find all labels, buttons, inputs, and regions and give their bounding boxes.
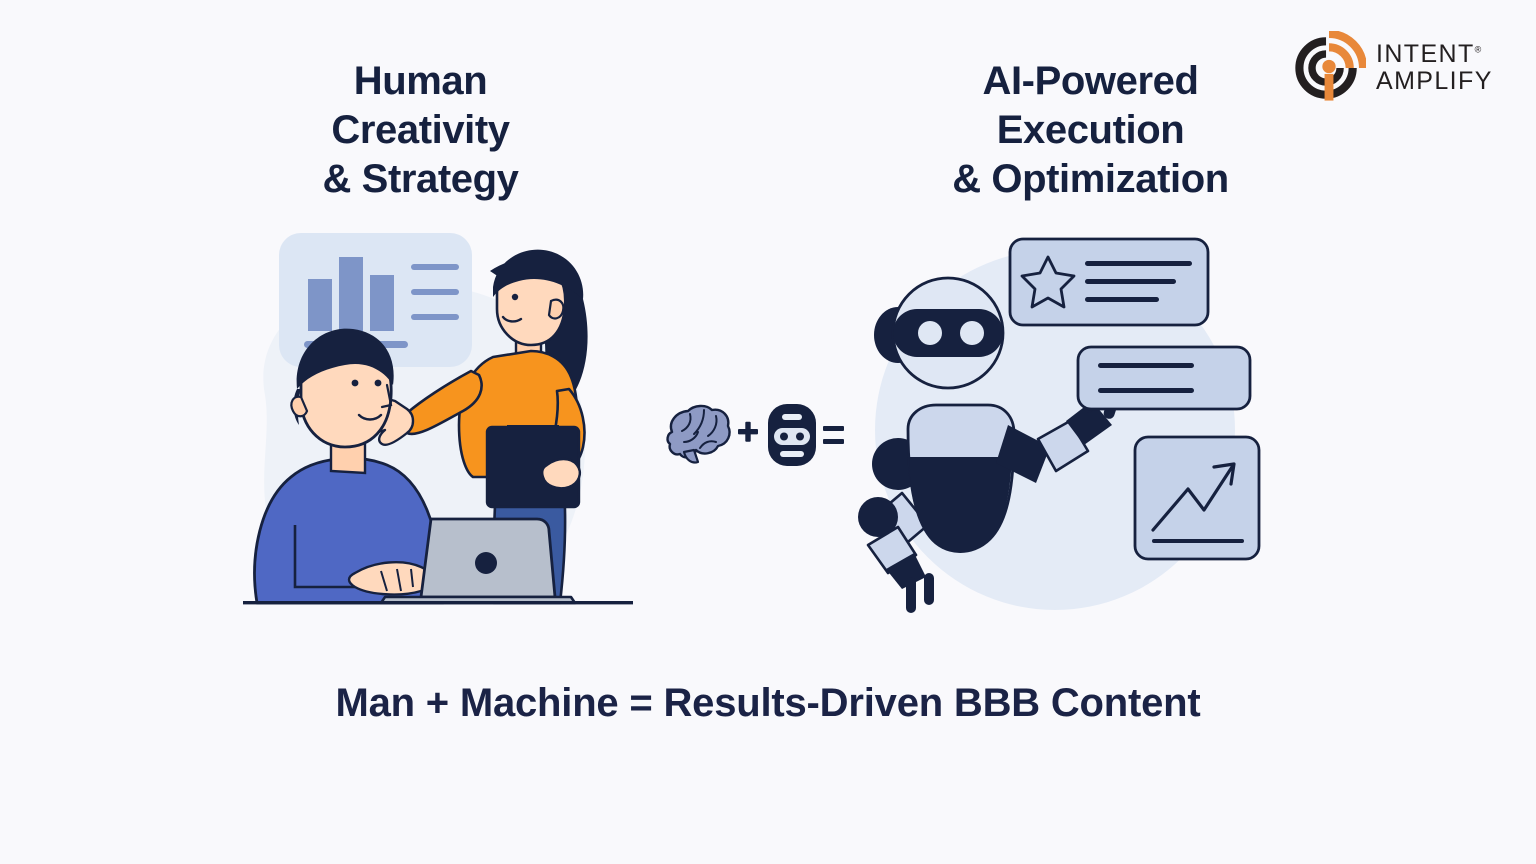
human-team-illustration — [235, 225, 665, 620]
heading-left-line-1: Human — [353, 59, 488, 103]
robot-eye — [960, 321, 984, 345]
seated-man — [253, 328, 445, 605]
card-text-line — [1085, 297, 1159, 302]
robot-antenna-bar — [782, 414, 802, 420]
robot-finger — [906, 577, 916, 613]
holding-hand — [541, 457, 581, 490]
summary-caption: Man + Machine = Results-Driven BBB Conte… — [335, 681, 1201, 725]
chart-bar — [339, 257, 363, 331]
laptop-logo — [475, 552, 497, 574]
logo-text-line-1: INTENT — [1376, 40, 1475, 68]
logo-text-line-2: AMPLIFY — [1376, 67, 1493, 95]
trending-up-arrow-icon — [1151, 465, 1234, 532]
chart-bar — [370, 275, 394, 331]
heading-human-creativity: Human Creativity & Strategy — [228, 57, 613, 203]
robot-visor — [893, 309, 1003, 357]
arrow-head — [1212, 462, 1236, 486]
registered-trademark-symbol: ® — [1474, 44, 1482, 55]
smile — [357, 413, 383, 421]
brain-plus-robot-equation — [660, 398, 845, 473]
robot-eye — [780, 432, 788, 441]
robot-mouth-bar — [780, 451, 804, 457]
signal-wave-i-icon — [1292, 29, 1368, 105]
robot-head — [874, 276, 1005, 390]
card-text-line — [1085, 279, 1176, 284]
card-text-line — [1085, 261, 1192, 266]
card-text-line — [1098, 363, 1194, 368]
equals-sign-icon — [823, 426, 844, 444]
growth-chart-card — [1133, 435, 1261, 561]
heading-ai-powered-execution: AI-Powered Execution & Optimization — [868, 57, 1313, 203]
heading-left-line-2: Creativity — [331, 107, 510, 152]
intent-amplify-logo[interactable]: INTENT® AMPLIFY — [1292, 28, 1508, 108]
robot-head-icon — [768, 404, 816, 466]
plus-sign-icon — [738, 421, 758, 442]
card-text-line — [411, 264, 459, 270]
robot-body-lower — [909, 457, 1012, 552]
robot-eye — [918, 321, 942, 345]
smile — [501, 315, 523, 323]
heading-right-line-1: AI-Powered — [982, 59, 1199, 103]
logo-wordmark: INTENT® AMPLIFY — [1376, 42, 1493, 94]
robot-finger — [924, 573, 934, 605]
robot-eye — [796, 432, 804, 441]
ai-robot-illustration — [840, 225, 1270, 620]
robot-visor — [774, 428, 810, 445]
heading-left-line-3: & Strategy — [322, 156, 519, 201]
brain-icon — [666, 404, 731, 464]
card-text-line — [411, 289, 459, 295]
eye — [511, 293, 519, 301]
desk-line — [243, 601, 633, 605]
heading-right-line-3: & Optimization — [952, 156, 1229, 201]
text-card — [1076, 345, 1252, 411]
rating-card — [1008, 237, 1210, 327]
chart-baseline — [1152, 539, 1244, 543]
eye — [374, 379, 382, 387]
chart-bar — [308, 279, 332, 331]
eye — [351, 379, 359, 387]
card-text-line — [1098, 388, 1194, 393]
card-text-line — [411, 314, 459, 320]
star-icon — [1020, 255, 1076, 309]
heading-right-line-2: Execution — [996, 107, 1185, 152]
